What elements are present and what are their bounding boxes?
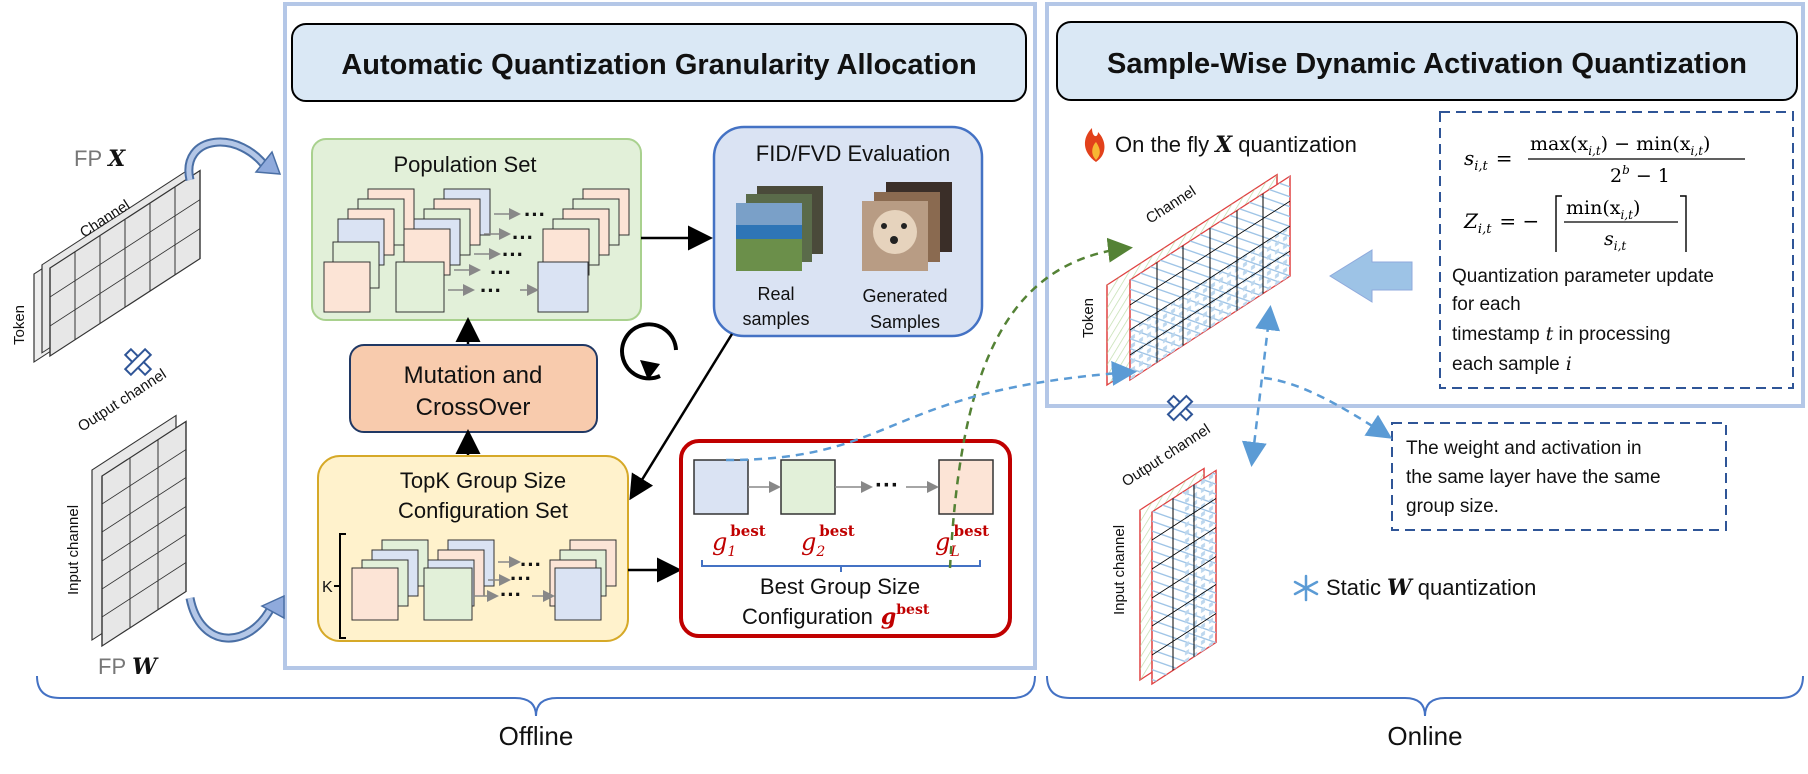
offline-title-box [291, 23, 1027, 102]
online-channel-label: Channel [1143, 183, 1199, 228]
real-samples-label-1: Real [757, 284, 794, 304]
population-dots-4: ··· [490, 260, 512, 285]
topk-dots-1: ··· [520, 552, 542, 577]
blue-dashed-vertical [1241, 305, 1281, 467]
svg-text:min(xi,t): min(xi,t) [1566, 197, 1640, 222]
topk-dots-3: ··· [500, 582, 522, 607]
activation-matrix-x: Channel Token [11, 166, 201, 363]
population-dots-3: ··· [502, 242, 524, 267]
g2-best-label: g2best [801, 522, 855, 560]
blue-dashed-connector [725, 360, 1137, 462]
online-title-box [1056, 21, 1798, 101]
arrow-eval-to-topk [629, 333, 734, 501]
note-line-3: group size. [1406, 496, 1499, 517]
offline-bottom-label: Offline [499, 721, 574, 751]
weight-matrix-w: Output channel Input channel [65, 366, 187, 648]
curved-arrow-bottom [185, 596, 277, 643]
best-config-brace [701, 560, 981, 572]
input-channel-label-w: Input channel [65, 505, 82, 595]
topk-title-1: TopK Group Size [400, 468, 566, 493]
best-config-dots: ··· [875, 472, 899, 499]
population-set-title: Population Set [393, 152, 536, 177]
generated-samples-label-2: Samples [870, 312, 940, 332]
generated-samples-images [862, 182, 952, 271]
token-label-x: Token [11, 305, 28, 345]
topk-k-label: K [322, 579, 333, 596]
population-dots-5: ··· [480, 278, 502, 303]
formula-box [1439, 111, 1794, 389]
multiply-icon-online [1166, 394, 1194, 422]
svg-text:si,t=: si,t= [1464, 146, 1513, 174]
online-bottom-label: Online [1387, 721, 1462, 751]
mutation-label-2: CrossOver [416, 394, 531, 421]
offline-brace [36, 675, 1036, 717]
formula-s: si,t= max(xi,t) − min(xi,t) 2b − 1 [1464, 133, 1745, 187]
topk-title-2: Configuration Set [398, 498, 568, 523]
blue-dashed-to-note [1263, 376, 1393, 439]
cycle-icon [620, 322, 678, 381]
topk-bracket [334, 533, 346, 639]
multiply-icon-left [123, 347, 153, 377]
best-config-label-1: Best Group Size [760, 574, 920, 599]
real-samples-label-2: samples [742, 309, 809, 329]
mutation-label-1: Mutation and [404, 362, 543, 389]
topk-dots-2: ··· [510, 566, 532, 591]
online-token-label: Token [1080, 298, 1097, 338]
svg-text:Zi,t= −: Zi,t= − [1463, 209, 1539, 237]
formula-to-grid-arrow [1329, 249, 1413, 303]
note-box [1391, 422, 1727, 531]
note-line-2: the same layer have the same [1406, 467, 1661, 488]
online-panel [1045, 2, 1805, 408]
svg-text:2b − 1: 2b − 1 [1610, 163, 1670, 187]
population-dots-1: ··· [524, 202, 546, 227]
note-line-1: The weight and activation in [1406, 438, 1642, 459]
output-channel-label-w: Output channel [75, 366, 170, 436]
svg-text:si,t: si,t [1604, 228, 1626, 253]
real-samples-images [736, 186, 823, 271]
online-input-channel-label: Input channel [1111, 525, 1128, 615]
online-weight-grid: Output channel Input channel [1111, 421, 1217, 686]
fire-icon [1084, 128, 1105, 162]
generated-samples-label-1: Generated [862, 286, 947, 306]
green-dashed-connector [948, 237, 1133, 569]
snowflake-icon [1293, 574, 1319, 602]
population-dots-2: ··· [512, 225, 534, 250]
online-activation-grid: Channel Token [1080, 173, 1291, 387]
offline-title: Automatic Quantization Granularity Alloc… [341, 49, 976, 81]
online-title: Sample-Wise Dynamic Activation Quantizat… [1107, 48, 1747, 80]
formula-text-1: Quantization parameter update [1452, 266, 1714, 287]
fid-eval-box [712, 125, 984, 338]
online-brace [1046, 675, 1804, 717]
fid-eval-title: FID/FVD Evaluation [756, 141, 950, 166]
gL-best-label: gLbest [935, 522, 989, 560]
formula-z: Zi,t= − min(xi,t) si,t [1463, 195, 1687, 253]
svg-text:max(xi,t) − min(xi,t): max(xi,t) − min(xi,t) [1530, 133, 1710, 158]
offline-panel [283, 2, 1037, 670]
topk-stacks [351, 539, 617, 621]
g1-best-label: g1best [712, 522, 766, 560]
formula-text-2: for each [1452, 294, 1521, 315]
best-config-blocks [693, 459, 994, 515]
population-stacks [323, 188, 630, 313]
